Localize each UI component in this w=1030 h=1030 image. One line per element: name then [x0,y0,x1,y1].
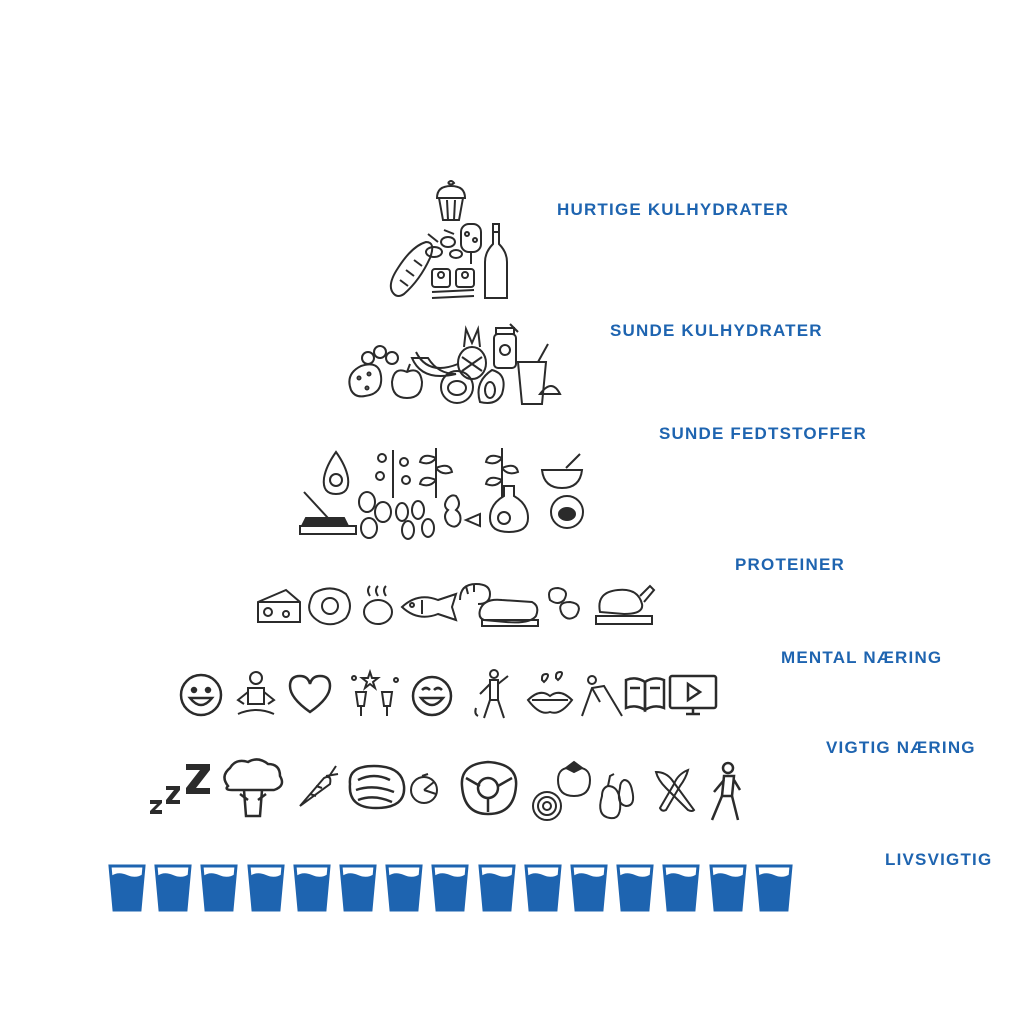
water-glass-icon [247,864,285,912]
tier-label: MENTAL NÆRING [781,648,943,667]
celebration-icon [351,668,399,716]
boiled-egg-icon [363,585,393,625]
water-glass-icon [385,864,423,912]
water-glass-icon [524,864,562,912]
peanut-icon [444,494,481,528]
kiss-lips-icon [526,670,574,714]
cupcake-icon [435,180,467,221]
sleep-zzz-icon [150,764,210,814]
water-glass-icon [662,864,700,912]
orange-icon [410,773,438,804]
water-glass-icon [478,864,516,912]
roast-chicken-icon [595,584,656,625]
bread-icon [389,240,434,297]
water-glass-icon [616,864,654,912]
ice-cream-icon [460,223,482,264]
herb-plant-icon [418,448,454,498]
nuts-icon [358,491,392,539]
chopsticks-icon [431,289,475,299]
cauliflower-icon [460,760,518,816]
tier-label: HURTIGE KULHYDRATER [557,200,790,219]
fish-icon [400,592,458,622]
juice-glass-icon [516,343,562,405]
banana-icon [410,351,459,377]
tier-label: LIVSVIGTIG [885,850,993,869]
smiley-icon [179,673,223,717]
potato-icon [348,363,383,398]
almonds-icon [395,500,435,540]
water-glass-icon [339,864,377,912]
cutting-board-icon [299,491,357,535]
coconut-icon [440,370,474,404]
herb-plant-icon [375,450,411,498]
tier-label: PROTEINER [735,555,845,574]
fried-egg-icon [308,587,351,626]
dancer-icon [474,669,509,719]
laughing-face-icon [411,675,453,717]
walking-person-icon [710,761,742,821]
tier-label: VIGTIG NÆRING [826,738,976,757]
water-glass-icon [108,864,146,912]
broccoli-icon [223,758,284,818]
tomato-icon [556,760,592,798]
tier-label: SUNDE FEDTSTOFFER [659,424,868,443]
water-glass-icon [154,864,192,912]
avocado-icon [322,450,350,496]
papaya-icon [477,368,505,404]
candy-icon [425,229,463,259]
book-icon [624,677,666,713]
sushi-icon [431,268,475,288]
coconut-icon [550,495,584,529]
herb-plant-icon [484,448,520,498]
bottle-icon [484,223,508,299]
chili-pepper-icon [654,768,696,812]
water-glass-icon [570,864,608,912]
water-glass-icon [200,864,238,912]
beans-icon [548,586,580,620]
video-screen-icon [668,674,718,716]
water-glass-icon [431,864,469,912]
onion-icon [532,791,562,821]
carrot-icon [299,765,339,807]
water-glass-icon [293,864,331,912]
tier-label: SUNDE KULHYDRATER [610,321,823,340]
cheese-icon [257,588,301,623]
mortar-icon [540,453,584,490]
water-glass-icon [755,864,793,912]
yoga-icon [581,675,623,717]
heart-icon [288,674,332,714]
meditation-icon [236,671,276,715]
water-glass-icon [709,864,747,912]
jar-icon [493,323,519,369]
steak-icon [478,598,539,627]
apple-icon [390,363,424,400]
oil-bottle-icon [488,485,530,534]
cabbage-icon [348,764,406,810]
eggplant-icon [599,773,635,820]
